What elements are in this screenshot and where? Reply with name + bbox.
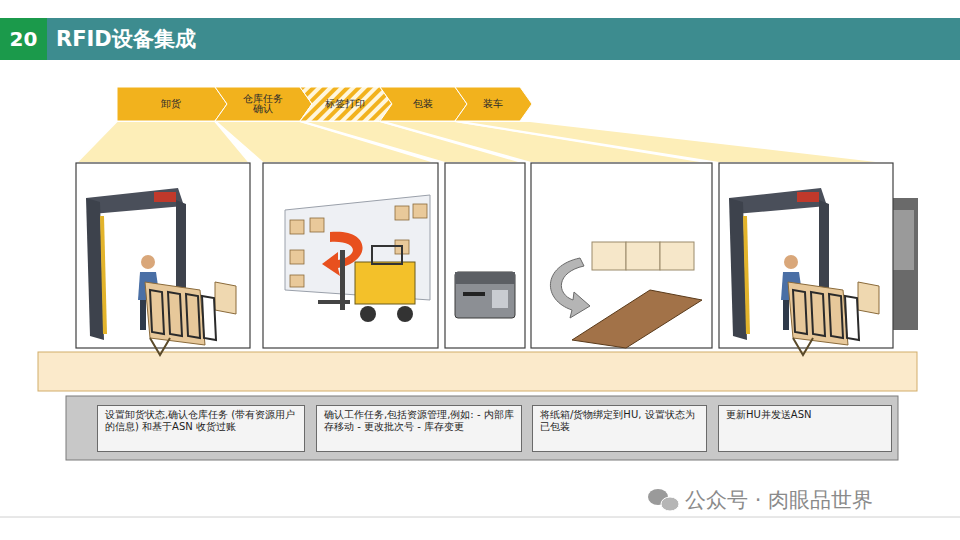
carton bbox=[145, 282, 205, 345]
label-printer bbox=[455, 272, 515, 318]
gate-logo bbox=[154, 192, 176, 202]
antenna bbox=[186, 294, 200, 338]
description-panel bbox=[66, 396, 898, 460]
slide-number: 20 bbox=[0, 18, 47, 60]
chevron-polygon bbox=[215, 87, 312, 121]
step-label: 标签打印 bbox=[325, 99, 365, 109]
process-chevron: 卸货 bbox=[117, 87, 227, 121]
icon-bubble bbox=[661, 497, 679, 511]
box bbox=[290, 220, 304, 234]
footer-line bbox=[0, 517, 960, 518]
rfid-gate bbox=[86, 188, 236, 355]
rfid-gate bbox=[729, 188, 879, 355]
printer-panel bbox=[492, 290, 508, 308]
gate-beam bbox=[86, 188, 184, 214]
step-label: 卸货 bbox=[161, 99, 181, 109]
description-text: 更新HU并发送ASN bbox=[726, 409, 884, 421]
forklift-fork bbox=[318, 300, 350, 304]
box bbox=[290, 275, 304, 287]
process-chevron: 标签打印 bbox=[300, 87, 392, 121]
chevron-polygon bbox=[380, 87, 467, 121]
diagram-title: RFID设备集成 bbox=[56, 25, 196, 53]
picture-panel bbox=[263, 163, 438, 348]
pack-arrow bbox=[550, 258, 590, 318]
funnel-shapes bbox=[76, 121, 893, 163]
box bbox=[592, 242, 626, 270]
wechat-icon bbox=[648, 489, 679, 511]
carton bbox=[215, 282, 236, 314]
description-text: 确认工作任务,包括资源管理,例如: - 内部库存移动 - 更改批次号 - 库存变… bbox=[324, 409, 514, 433]
person-head bbox=[141, 255, 155, 269]
packing-scene bbox=[550, 242, 702, 348]
step-label: 装车 bbox=[483, 99, 503, 109]
process-chevron: 包装 bbox=[380, 87, 467, 121]
box bbox=[290, 250, 304, 264]
picture-panel bbox=[531, 163, 712, 348]
antenna bbox=[202, 296, 216, 340]
description-text: 将纸箱/货物绑定到HU, 设置状态为已包装 bbox=[540, 409, 699, 433]
printer-slot bbox=[463, 292, 485, 296]
description-box: 将纸箱/货物绑定到HU, 设置状态为已包装 bbox=[532, 405, 707, 452]
box bbox=[660, 242, 694, 270]
beige-band bbox=[38, 352, 917, 391]
step-label: 包装 bbox=[413, 99, 433, 109]
gate-pillar bbox=[176, 200, 186, 300]
box bbox=[413, 204, 427, 218]
wheel bbox=[397, 306, 413, 322]
description-box: 确认工作任务,包括资源管理,例如: - 内部库存移动 - 更改批次号 - 库存变… bbox=[316, 405, 522, 452]
description-box: 设置卸货状态,确认仓库任务 (带有资源用户的信息) 和基于ASN 收货过账 bbox=[97, 405, 305, 452]
pallet-edge bbox=[150, 338, 170, 355]
wheel bbox=[360, 306, 376, 322]
picture-panel bbox=[76, 163, 250, 348]
process-chevron: 仓库任务 确认 bbox=[215, 87, 312, 121]
header-bar bbox=[0, 18, 960, 60]
box bbox=[310, 218, 324, 232]
forklift-cab bbox=[372, 246, 402, 264]
antenna bbox=[150, 290, 164, 334]
chevron-polygon bbox=[455, 87, 532, 121]
gate-stripe bbox=[100, 216, 107, 334]
description-text: 设置卸货状态,确认仓库任务 (带有资源用户的信息) 和基于ASN 收货过账 bbox=[105, 409, 297, 433]
antenna bbox=[168, 292, 182, 336]
picture-panel bbox=[445, 163, 525, 348]
chevron-polygon bbox=[117, 87, 227, 121]
antenna-panels bbox=[150, 290, 216, 340]
step-label: 仓库任务 确认 bbox=[240, 94, 286, 115]
header-number-box bbox=[0, 18, 47, 60]
box bbox=[626, 242, 660, 270]
forklift-body bbox=[355, 262, 415, 304]
warehouse-scene bbox=[285, 195, 430, 322]
process-chevron: 装车 bbox=[455, 87, 532, 121]
chevron-polygon bbox=[300, 87, 392, 121]
watermark: 公众号 · 肉眼品世界 bbox=[685, 486, 873, 514]
pallet bbox=[572, 290, 702, 348]
funnel bbox=[455, 121, 893, 163]
description-box: 更新HU并发送ASN bbox=[718, 405, 892, 452]
printer-body bbox=[455, 272, 515, 318]
printer-top bbox=[455, 272, 515, 284]
box bbox=[395, 206, 409, 220]
